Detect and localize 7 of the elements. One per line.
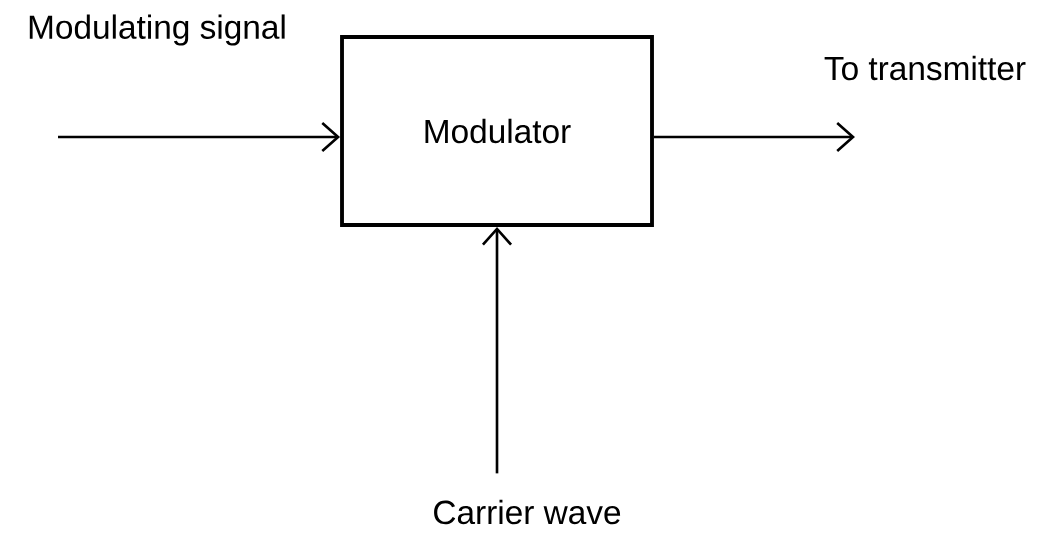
process-box: Modulator — [340, 35, 654, 227]
node-label: Carrier wave — [434, 499, 621, 525]
edge-label: Modulating signal — [25, 12, 289, 48]
arrow — [653, 121, 855, 153]
edge-label: To transmitter — [822, 54, 1028, 82]
arrow — [58, 121, 341, 153]
arrow — [481, 226, 513, 474]
